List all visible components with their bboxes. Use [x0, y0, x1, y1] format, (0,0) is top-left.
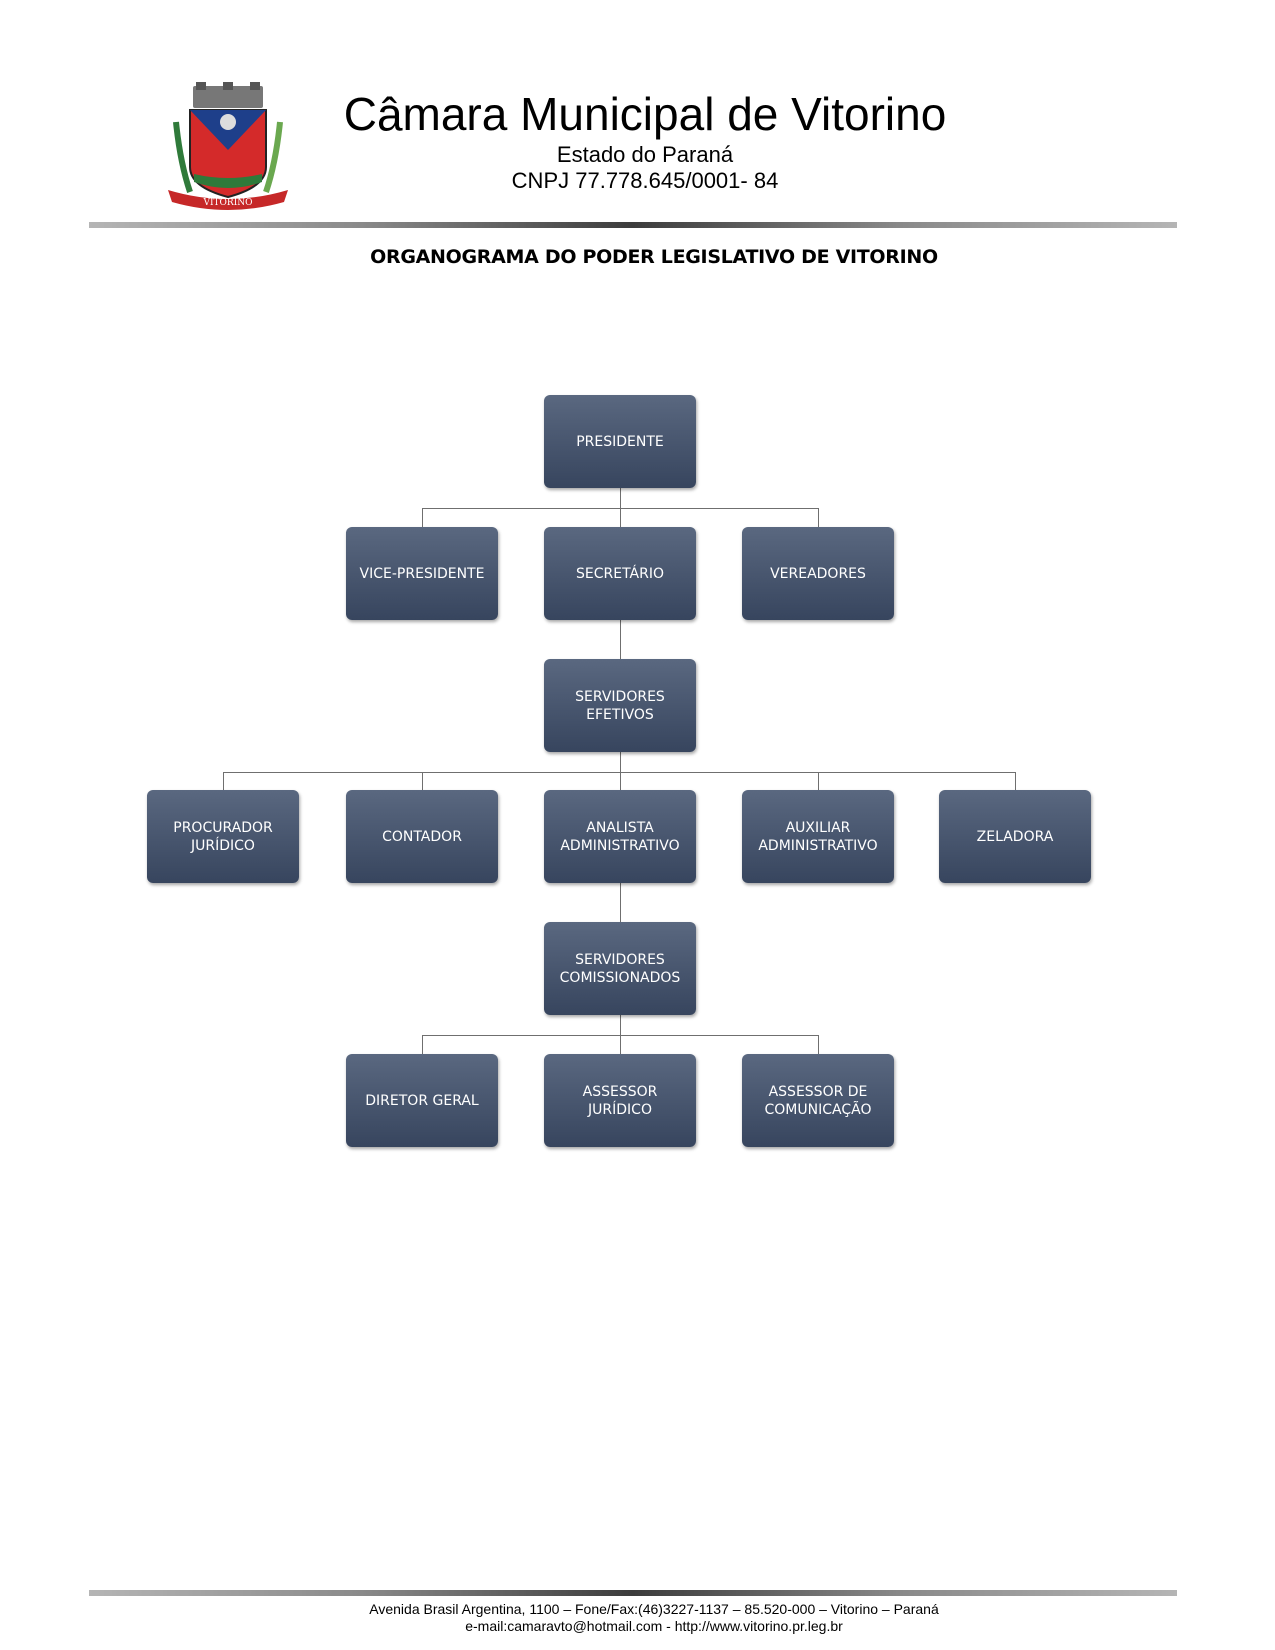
node-zeladora: ZELADORA [939, 790, 1091, 883]
node-assessor-comunicacao: ASSESSOR DE COMUNICAÇÃO [742, 1054, 894, 1147]
node-procurador-juridico: PROCURADOR JURÍDICO [147, 790, 299, 883]
footer-address: Avenida Brasil Argentina, 1100 – Fone/Fa… [369, 1601, 939, 1617]
institution-title: Câmara Municipal de Vitorino [343, 88, 947, 140]
node-auxiliar-administrativo: AUXILIAR ADMINISTRATIVO [742, 790, 894, 883]
node-servidores-comissionados: SERVIDORES COMISSIONADOS [544, 922, 696, 1015]
state-name: Estado do Paraná [556, 142, 734, 167]
node-presidente: PRESIDENTE [544, 395, 696, 488]
node-analista-administrativo: ANALISTA ADMINISTRATIVO [544, 790, 696, 883]
footer-divider [89, 1590, 1177, 1596]
coat-of-arms-logo: VITORINO [168, 82, 288, 210]
node-assessor-juridico: ASSESSOR JURÍDICO [544, 1054, 696, 1147]
node-vereadores: VEREADORES [742, 527, 894, 620]
node-secretario: SECRETÁRIO [544, 527, 696, 620]
node-servidores-efetivos: SERVIDORES EFETIVOS [544, 659, 696, 752]
node-contador: CONTADOR [346, 790, 498, 883]
svg-text:VITORINO: VITORINO [202, 198, 252, 208]
document-title: ORGANOGRAMA DO PODER LEGISLATIVO DE VITO… [370, 246, 938, 268]
node-diretor-geral: DIRETOR GERAL [346, 1054, 498, 1147]
footer-contact: e-mail:camaravto@hotmail.com - http://ww… [465, 1618, 843, 1634]
cnpj: CNPJ 77.778.645/0001- 84 [511, 168, 779, 193]
node-vice-presidente: VICE-PRESIDENTE [346, 527, 498, 620]
header-divider [89, 222, 1177, 228]
